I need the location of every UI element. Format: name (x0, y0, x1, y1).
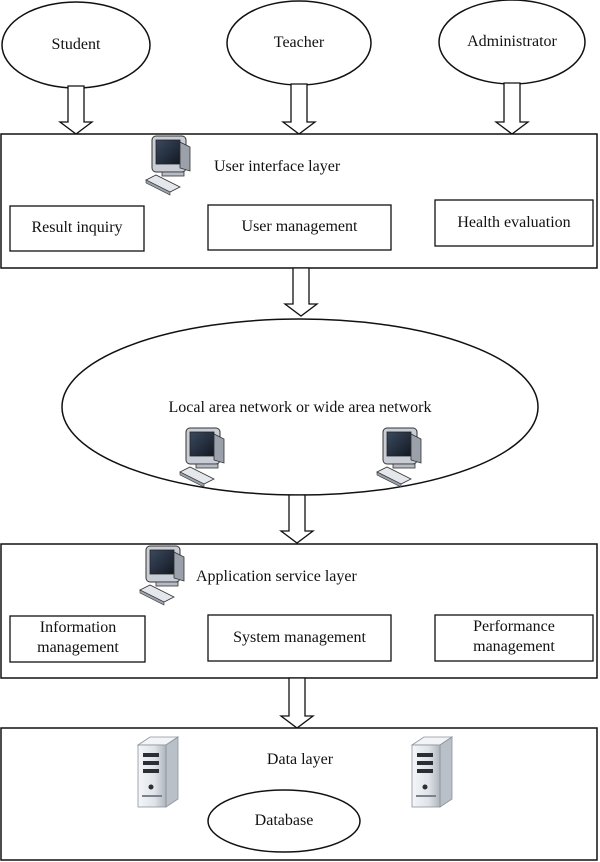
health-evaluation-label: Health evaluation (457, 214, 571, 231)
user-management-label: User management (241, 218, 358, 235)
network-title: Local area network or wide area network (168, 399, 432, 416)
data-layer-title: Data layer (266, 751, 334, 768)
server-icon (137, 736, 179, 808)
performance-management-box (434, 614, 594, 662)
database-label: Database (254, 812, 314, 829)
system-management-box (207, 614, 392, 662)
user-management-box (207, 204, 392, 251)
ui-layer-title: User interface layer (214, 158, 341, 175)
arrow-teacher-to-ui (281, 83, 317, 135)
arrow-network-to-application (279, 494, 315, 544)
student-label: Student (51, 36, 101, 53)
administrator-label: Administrator (467, 33, 557, 50)
teacher-label: Teacher (273, 34, 325, 51)
information-management-box (9, 615, 146, 663)
application-layer-title: Application service layer (196, 568, 357, 585)
result-inquiry-label: Result inquiry (31, 219, 123, 236)
arrow-ui-to-network (283, 267, 319, 317)
arrow-student-to-ui (58, 85, 94, 135)
performance-management-label: Performance management (473, 618, 555, 655)
health-evaluation-box (434, 199, 594, 247)
arrow-administrator-to-ui (494, 82, 530, 135)
database-node (207, 789, 361, 853)
system-management-label: System management (233, 629, 366, 646)
result-inquiry-box (9, 205, 145, 252)
server-icon (411, 736, 453, 808)
information-management-label: Information management (37, 619, 119, 656)
arrow-application-to-data (279, 677, 315, 729)
